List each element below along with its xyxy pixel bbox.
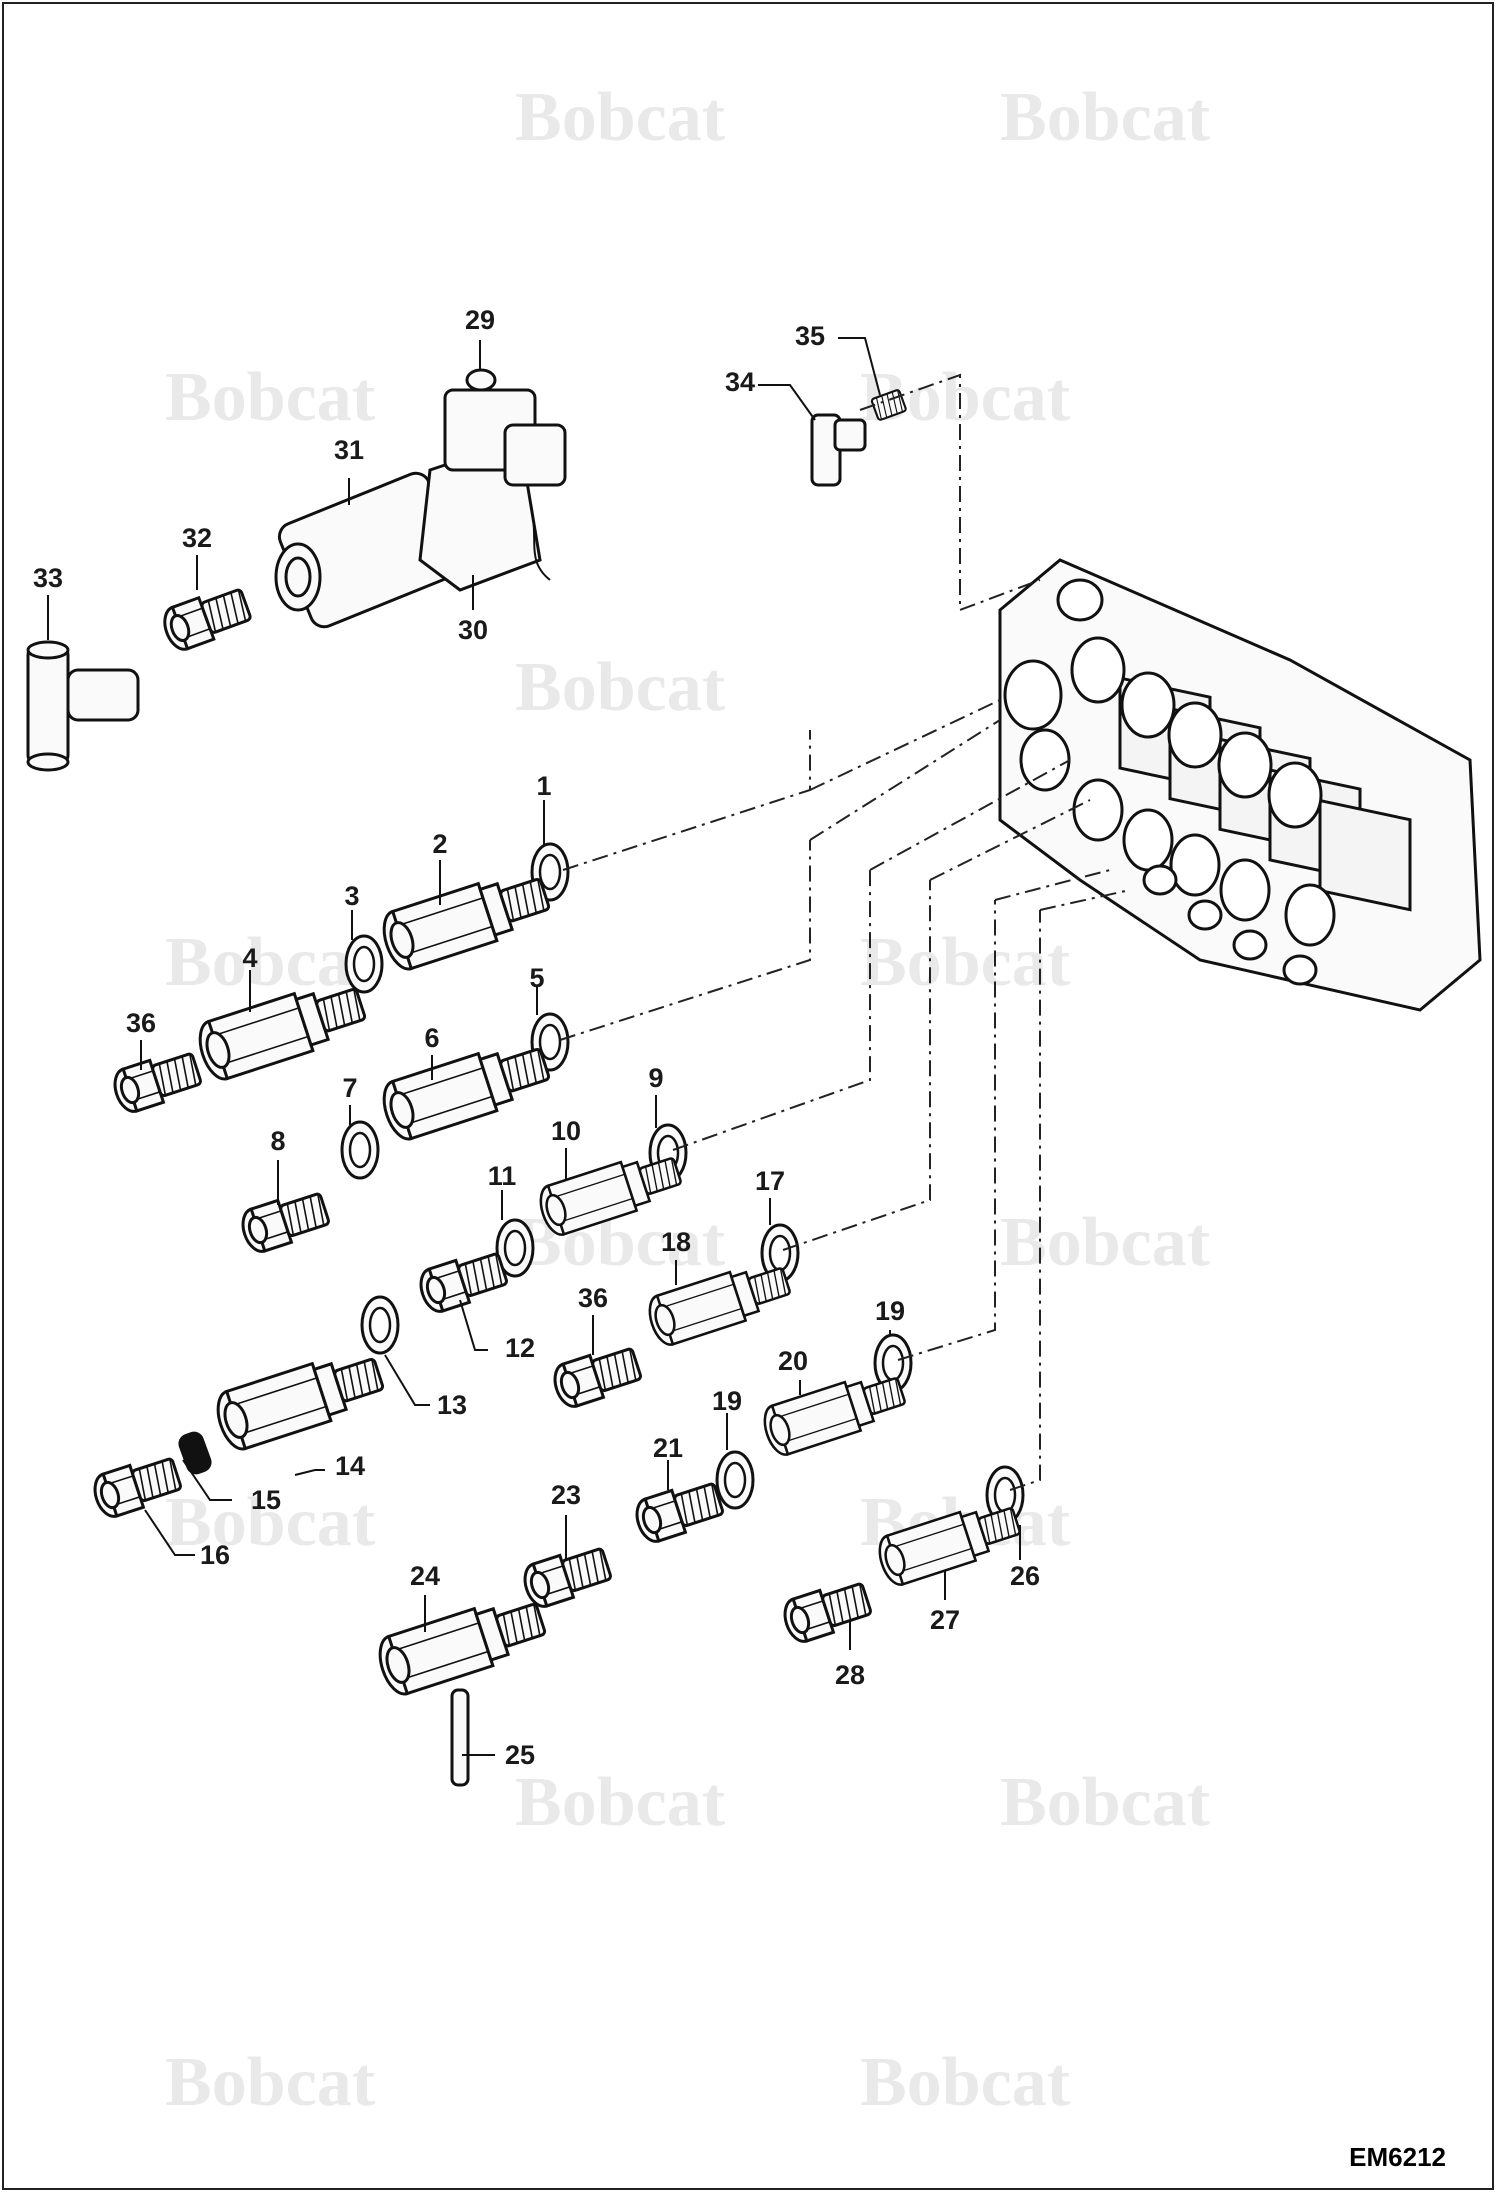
callout-9: 9 <box>648 1063 663 1093</box>
callout-19-upper: 19 <box>875 1296 905 1326</box>
callout-31: 31 <box>334 435 364 465</box>
svg-text:Bobcat: Bobcat <box>165 2044 375 2121</box>
svg-text:Bobcat: Bobcat <box>1000 1204 1210 1281</box>
callout-32: 32 <box>182 523 212 553</box>
callout-30: 30 <box>458 615 488 645</box>
callout-5: 5 <box>529 963 544 993</box>
callout-8: 8 <box>270 1126 285 1156</box>
callout-12: 12 <box>505 1333 535 1363</box>
tee-fitting-33 <box>26 640 140 772</box>
control-valve-assembly <box>998 558 1482 1012</box>
leader-lines <box>47 337 1021 1756</box>
callout-21: 21 <box>653 1433 683 1463</box>
callout-25: 25 <box>505 1740 535 1770</box>
svg-text:Bobcat: Bobcat <box>165 1484 375 1561</box>
callout-34: 34 <box>725 367 755 397</box>
callout-14: 14 <box>335 1451 365 1481</box>
svg-text:Bobcat: Bobcat <box>515 1764 725 1841</box>
callout-labels: 1 2 3 4 5 6 7 8 9 10 11 12 13 14 15 16 1… <box>33 305 1040 1770</box>
watermark: Bobcat Bobcat Bobcat Bobcat Bobcat Bobca… <box>165 79 1210 2121</box>
callout-36-lower: 36 <box>578 1283 608 1313</box>
fitting-34 <box>810 413 867 487</box>
callout-35: 35 <box>795 321 825 351</box>
callout-3: 3 <box>344 881 359 911</box>
callout-23: 23 <box>551 1480 581 1510</box>
callout-2: 2 <box>432 829 447 859</box>
svg-text:Bobcat: Bobcat <box>165 359 375 436</box>
callout-33: 33 <box>33 563 63 593</box>
callout-15: 15 <box>251 1485 281 1515</box>
svg-text:Bobcat: Bobcat <box>515 79 725 156</box>
callout-24: 24 <box>410 1561 440 1591</box>
svg-text:Bobcat: Bobcat <box>860 2044 1070 2121</box>
adapter-32 <box>159 583 253 653</box>
callout-36-upper: 36 <box>126 1008 156 1038</box>
svg-text:Bobcat: Bobcat <box>1000 79 1210 156</box>
callout-20: 20 <box>778 1346 808 1376</box>
callout-26: 26 <box>1010 1561 1040 1591</box>
callout-4: 4 <box>242 943 257 973</box>
callout-13: 13 <box>437 1390 467 1420</box>
callout-17: 17 <box>755 1166 785 1196</box>
solenoid-valve-group <box>274 368 567 629</box>
callout-18: 18 <box>661 1227 691 1257</box>
callout-16: 16 <box>200 1540 230 1570</box>
connection-lines <box>559 373 1131 1491</box>
figure-code: EM6212 <box>1349 2142 1446 2172</box>
callout-1: 1 <box>536 771 551 801</box>
svg-text:Bobcat: Bobcat <box>1000 1764 1210 1841</box>
svg-text:Bobcat: Bobcat <box>860 924 1070 1001</box>
callout-10: 10 <box>551 1116 581 1146</box>
callout-28: 28 <box>835 1660 865 1690</box>
svg-text:Bobcat: Bobcat <box>515 649 725 726</box>
watermark-layer: Bobcat Bobcat Bobcat Bobcat Bobcat Bobca… <box>165 79 1210 2121</box>
callout-11: 11 <box>488 1161 517 1191</box>
callout-7: 7 <box>342 1073 357 1103</box>
callout-19-lower: 19 <box>712 1386 742 1416</box>
svg-text:Bobcat: Bobcat <box>165 924 375 1001</box>
relief-valves <box>90 842 1024 1787</box>
callout-27: 27 <box>930 1605 960 1635</box>
callout-29: 29 <box>465 305 495 335</box>
callout-6: 6 <box>424 1023 439 1053</box>
